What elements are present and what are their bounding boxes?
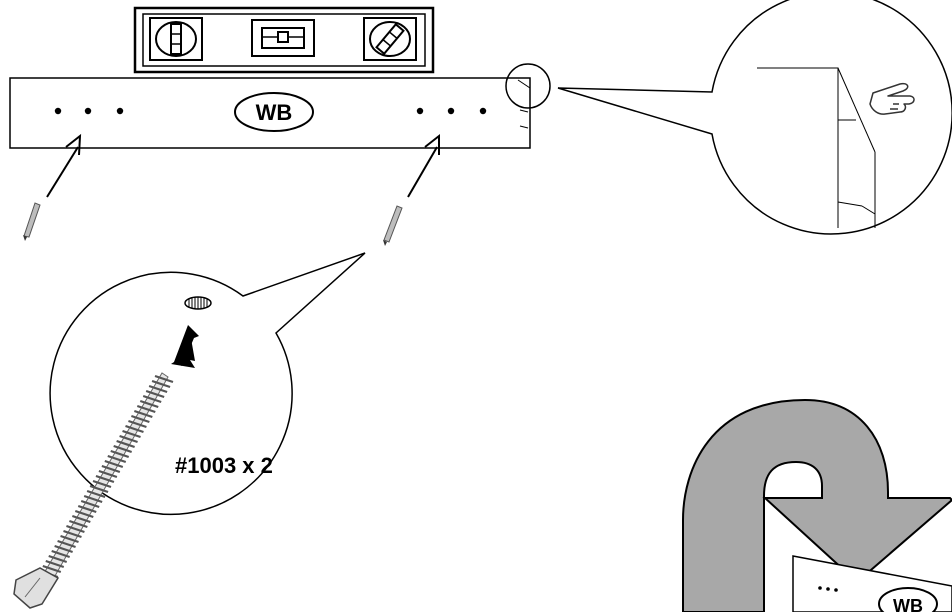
wall-anchor-icon [383, 205, 403, 246]
arrow-icon [407, 133, 440, 198]
corner-detail-marker [505, 63, 551, 109]
screw-callout-label: #1003 x 2 [175, 453, 273, 478]
rotate-arrow-icon [682, 398, 952, 612]
spirit-level-icon [133, 6, 435, 74]
board-badge: WB [256, 100, 293, 125]
board-badge-oval [234, 92, 314, 132]
corner-detail-lines [757, 67, 876, 228]
hole-detail-icon [184, 296, 212, 310]
wall-anchor-icon [23, 202, 41, 241]
screw-detail-bubble [49, 252, 366, 516]
hole-group-right [416, 107, 487, 115]
screw-icon [13, 372, 174, 609]
corner-detail-bubble [557, 0, 952, 235]
pointing-hand-icon [869, 82, 915, 115]
arrow-icon [46, 133, 82, 198]
insert-arrow-icon [174, 325, 199, 366]
hole-group-left [54, 107, 124, 115]
rotated-board-preview: WB [792, 555, 952, 612]
small-board-badge: WB [893, 596, 923, 612]
